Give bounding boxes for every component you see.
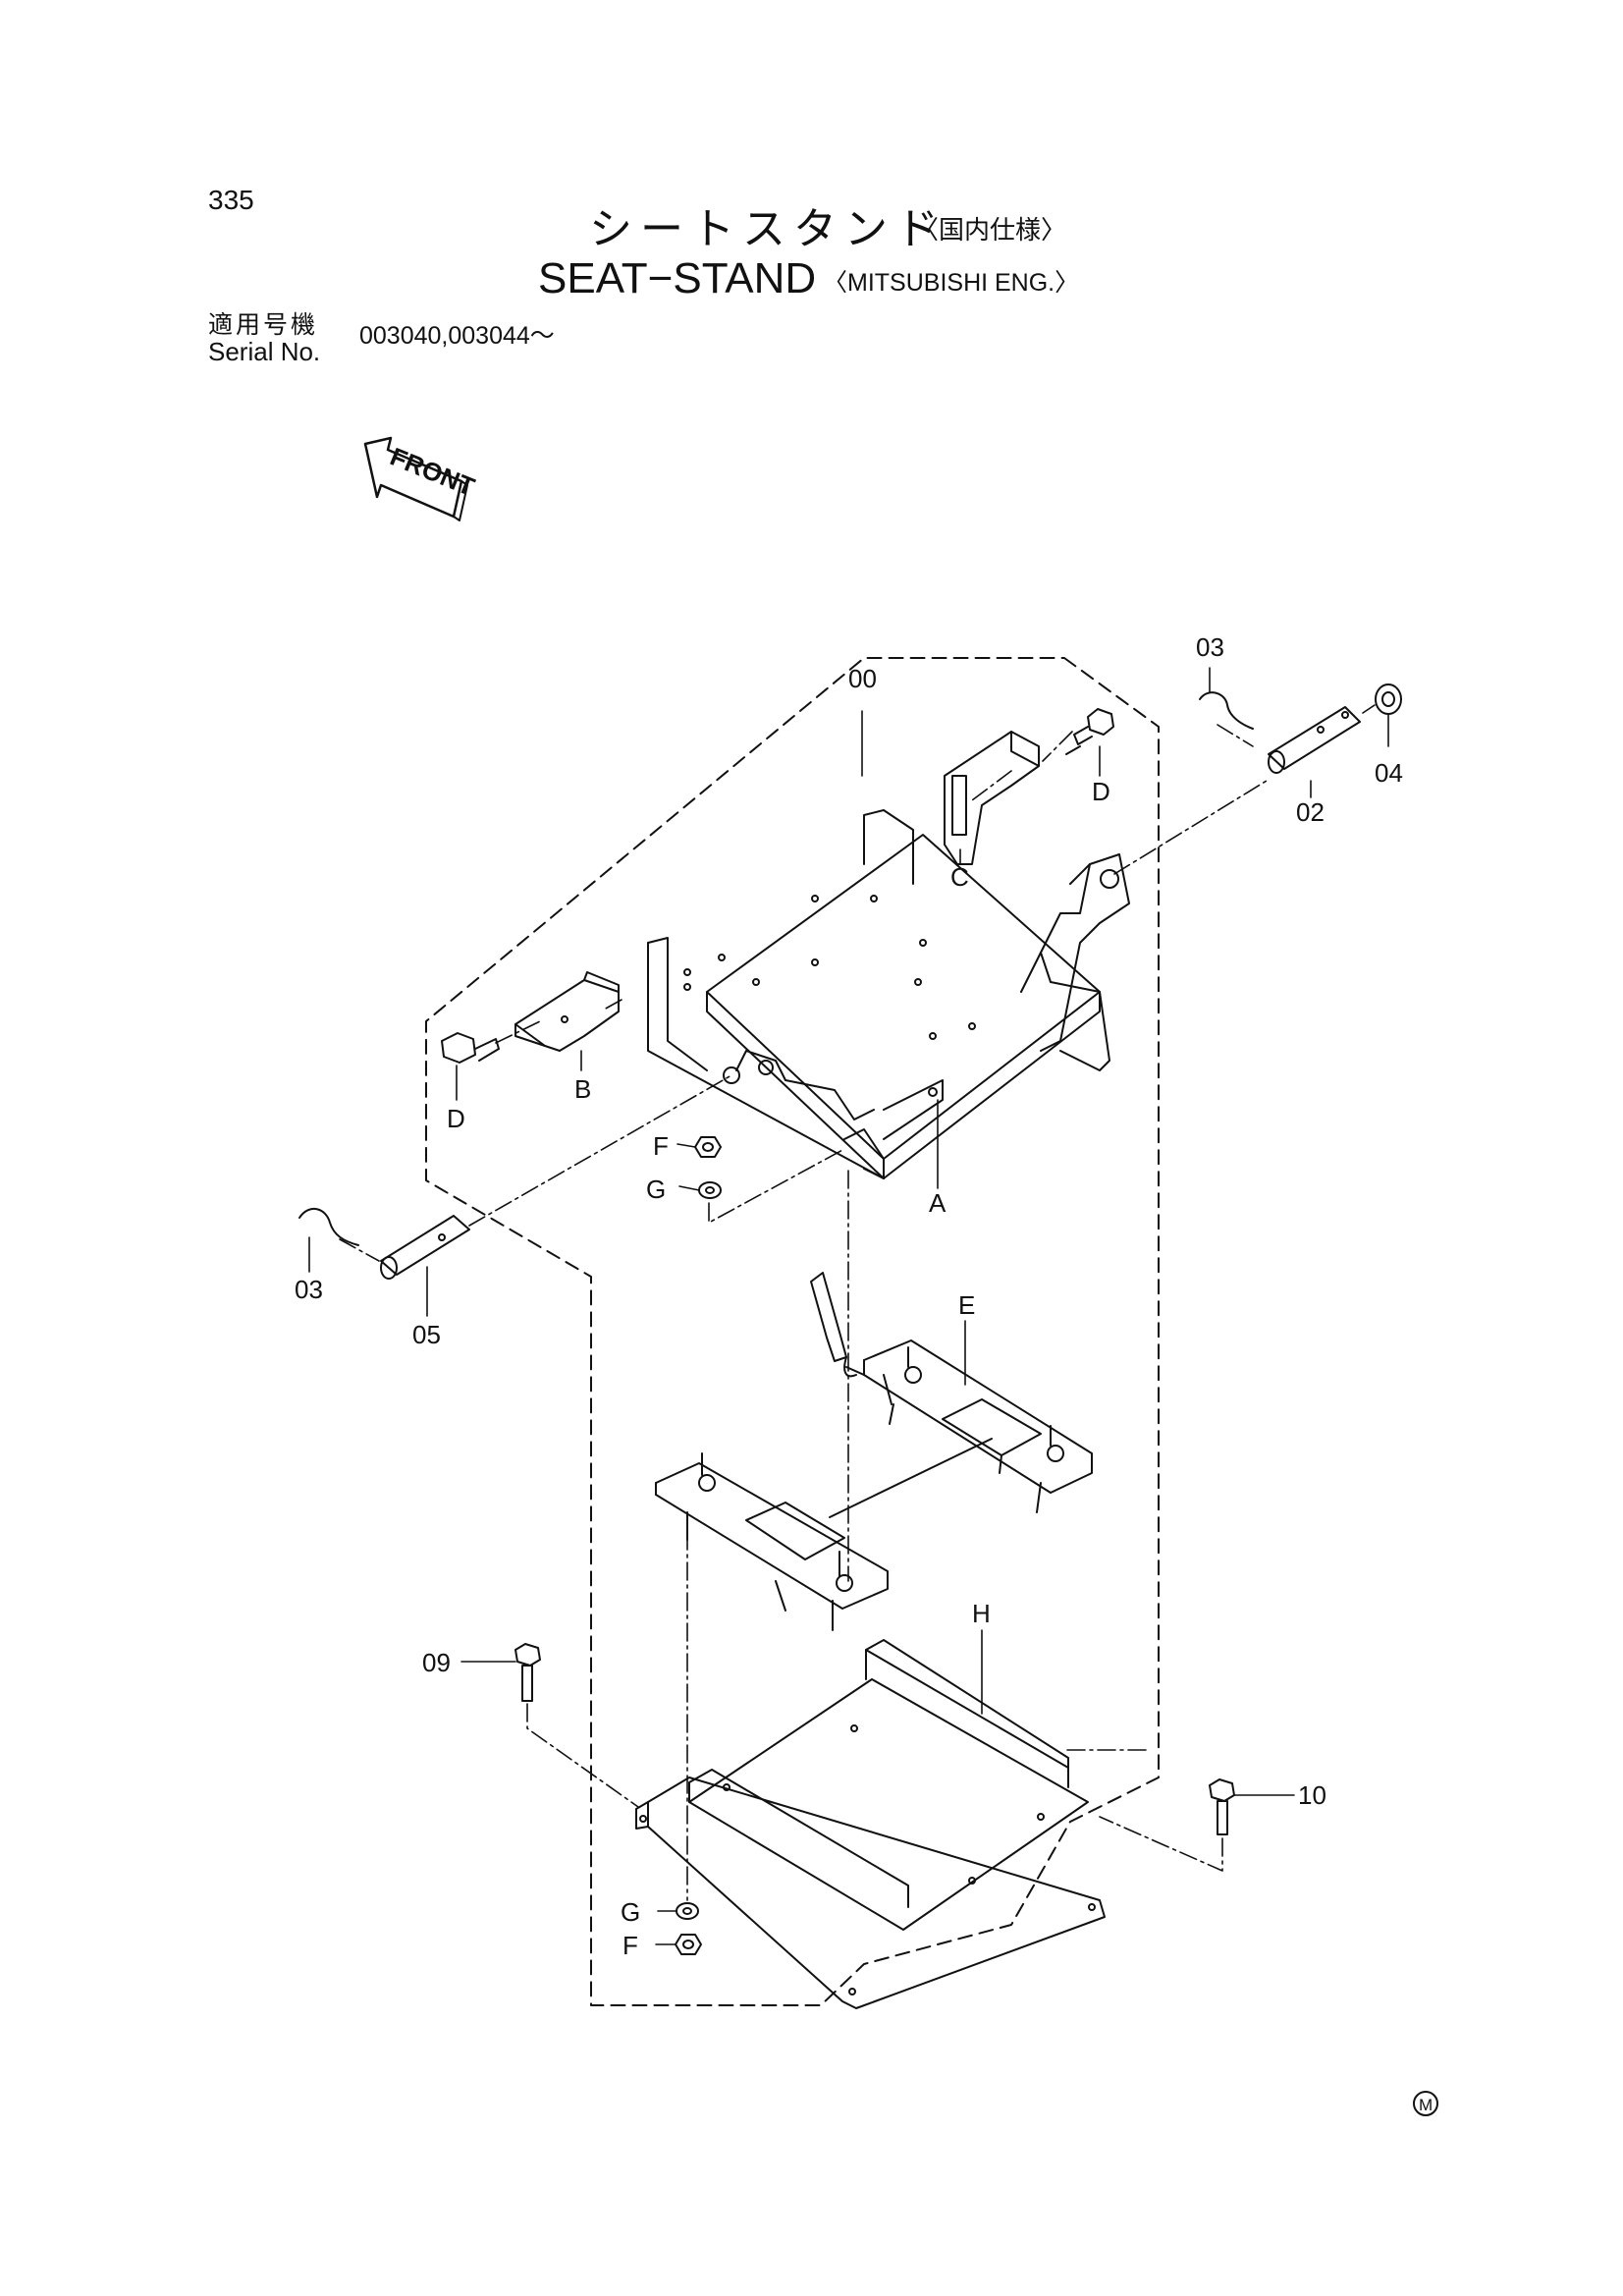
link-wire	[829, 1438, 993, 1518]
callout-05: 05	[412, 1320, 441, 1349]
serial-value: 003040,003044～	[359, 322, 555, 350]
mark-letter: M	[1419, 2096, 1433, 2114]
title-english: SEAT−STAND	[538, 254, 817, 302]
callout-d-lower: D	[447, 1104, 465, 1133]
callout-f-lower: F	[622, 1931, 638, 1960]
callout-d-upper: D	[1092, 777, 1110, 806]
callout-f-upper: F	[653, 1131, 669, 1161]
bolt-09	[514, 1643, 541, 1702]
callout-03-upper: 03	[1196, 632, 1224, 662]
base-frame-h	[635, 1639, 1106, 2009]
callout-09: 09	[422, 1648, 451, 1677]
upper-frame-a	[647, 809, 1130, 1179]
pin-02	[1268, 706, 1361, 774]
leader-lines	[308, 667, 1389, 1945]
callout-04: 04	[1375, 758, 1403, 788]
bracket-b	[514, 971, 620, 1052]
bolt-d-upper	[1065, 708, 1114, 755]
slide-rail-e	[810, 1272, 1093, 1513]
title-japanese: シートスタンド	[589, 204, 947, 254]
clip-03-upper	[1199, 691, 1254, 730]
bolt-d-lower	[441, 1032, 500, 1064]
circled-m-mark: M	[1413, 2091, 1438, 2116]
callout-00: 00	[848, 664, 877, 693]
front-arrow-icon: FRONT	[363, 436, 479, 521]
serial-label-japanese: 適用号機	[208, 310, 319, 339]
assembly-lines	[339, 704, 1376, 1901]
bolt-10	[1209, 1778, 1235, 1835]
washer-g-lower	[676, 1902, 699, 1920]
title-english-spec: 〈MITSUBISHI ENG.〉	[823, 269, 1080, 297]
washer-04	[1375, 683, 1402, 715]
bracket-c	[944, 731, 1040, 865]
callout-labels: 00 03 04 02 D C B D F G A 03 05 E H 09 1…	[295, 632, 1403, 1960]
callout-c: C	[950, 862, 969, 892]
callout-g-upper: G	[646, 1175, 666, 1204]
callout-02: 02	[1296, 797, 1325, 827]
washer-g-upper	[698, 1181, 722, 1199]
nut-f-lower	[675, 1934, 702, 1955]
callout-h: H	[972, 1599, 991, 1628]
slide-rail-lower	[655, 1452, 889, 1631]
serial-label-english: Serial No.	[208, 337, 321, 366]
callout-a: A	[929, 1188, 947, 1218]
callout-10: 10	[1298, 1780, 1326, 1810]
callout-03-lower: 03	[295, 1275, 323, 1304]
clip-03-lower	[298, 1208, 359, 1246]
title-japanese-spec: 〈国内仕様〉	[913, 216, 1067, 246]
callout-e: E	[958, 1290, 975, 1320]
assembly-boundary	[425, 657, 1160, 2006]
pin-05	[380, 1215, 470, 1280]
callout-g-lower: G	[621, 1897, 640, 1927]
page-number: 335	[208, 185, 254, 215]
nut-f-upper	[694, 1136, 722, 1158]
callout-b: B	[574, 1074, 591, 1104]
